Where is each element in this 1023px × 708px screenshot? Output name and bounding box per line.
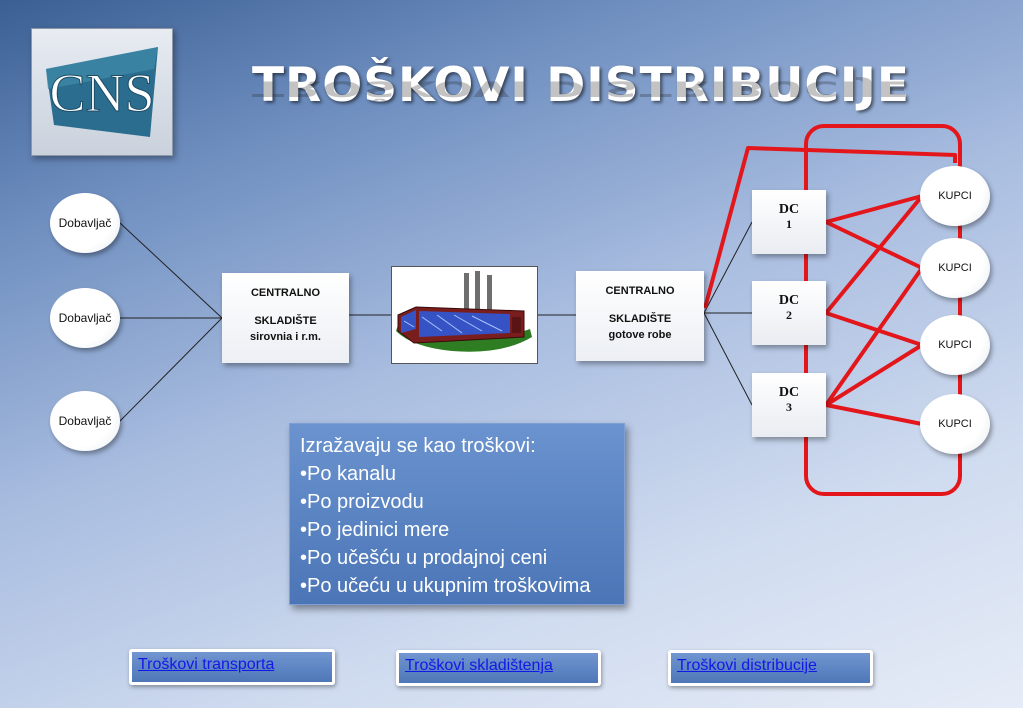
dc-label: DC [778,385,800,400]
connector-supplier1 [119,222,223,319]
logo-text: CNS [49,63,154,123]
distribution-center-1: DC 1 [752,190,826,254]
customer-label: KUPCI [938,339,972,351]
cost-expression-box: Izražavaju se kao troškovi: •Po kanalu •… [289,423,625,605]
warehouse-line1: CENTRALNO [605,285,675,297]
central-warehouse-raw: CENTRALNO SKLADIŠTE sirovnia i r.m. [222,273,349,363]
cns-logo: CNS [31,28,173,156]
info-item: •Po jedinici mere [300,519,450,541]
info-heading: Izražavaju se kao troškovi: [300,435,536,457]
distribution-center-3: DC 3 [752,373,826,437]
supplier-node-2: Dobavljač [50,288,120,348]
info-item: •Po kanalu [300,463,396,485]
red-dc1-k1 [825,194,923,224]
dc-number: 2 [786,308,792,322]
info-item: •Po proizvodu [300,491,424,513]
storage-costs-link[interactable]: Troškovi skladištenja [405,657,553,674]
customer-node-1: KUPCI [920,166,990,226]
distribution-costs-button[interactable]: Troškovi distribucije [668,650,873,686]
central-warehouse-finished: CENTRALNO SKLADIŠTE gotove robe [576,271,704,361]
logo-graphic: CNS [46,47,158,137]
warehouse-line2: SKLADIŠTE [608,313,672,325]
dc-label: DC [778,202,800,217]
dc-number: 3 [786,400,792,414]
supplier-label: Dobavljač [58,216,112,230]
connector-finished-dc3 [703,312,753,406]
red-dc1-k2 [825,220,923,270]
red-dc3-k2 [824,266,924,407]
connector-finished-dc1 [703,221,753,314]
page-title: TROŠKOVI DISTRIBUCIJE [252,58,910,113]
transport-costs-link[interactable]: Troškovi transporta [138,656,275,673]
warehouse-line1: CENTRALNO [250,287,321,299]
warehouse-line3: gotove robe [608,329,672,341]
factory-icon [396,271,532,352]
red-dc2-k1 [824,194,924,315]
warehouse-line3: sirovnia i r.m. [250,331,321,343]
red-dc3-k4 [825,403,923,426]
info-item: •Po učešću u prodajnoj ceni [300,547,548,569]
info-item: •Po učeću u ukupnim troškovima [300,575,591,597]
connector-supplier3 [119,317,223,422]
transport-costs-button[interactable]: Troškovi transporta [129,649,335,685]
customer-node-3: KUPCI [920,315,990,375]
storage-costs-button[interactable]: Troškovi skladištenja [396,650,601,686]
direct-route-red [703,146,957,309]
dc-label: DC [778,293,800,308]
warehouse-line2: SKLADIŠTE [254,315,317,327]
supplier-label: Dobavljač [58,311,112,325]
customer-node-2: KUPCI [920,238,990,298]
supplier-label: Dobavljač [58,414,112,428]
supplier-node-3: Dobavljač [50,391,120,451]
red-dc3-k3 [824,343,924,407]
distribution-center-2: DC 2 [752,281,826,345]
factory-image [391,266,538,364]
customer-label: KUPCI [938,190,972,202]
customer-node-4: KUPCI [920,394,990,454]
customer-label: KUPCI [938,262,972,274]
dc-number: 1 [786,217,792,231]
supplier-node-1: Dobavljač [50,193,120,253]
red-dc2-k3 [825,311,923,347]
distribution-costs-link[interactable]: Troškovi distribucije [677,657,817,674]
customer-label: KUPCI [938,418,972,430]
